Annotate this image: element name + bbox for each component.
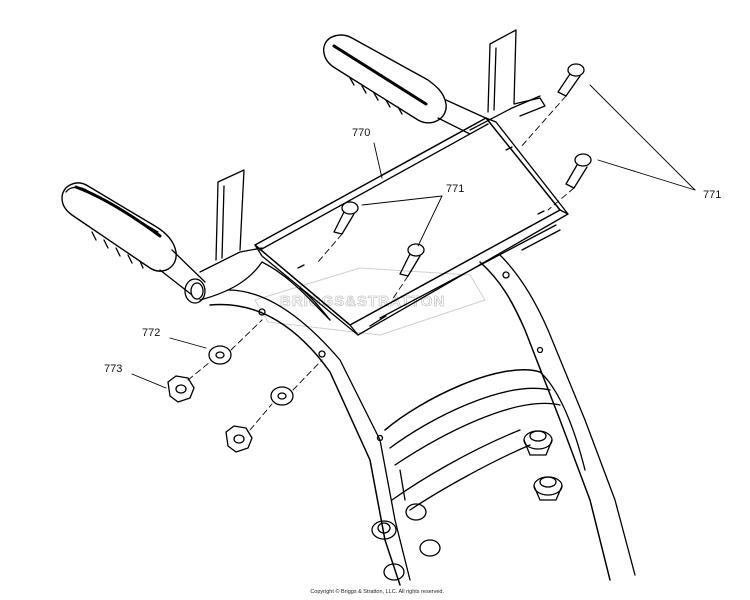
frame-bolts — [371, 430, 563, 581]
callout-773: 773 — [104, 363, 122, 375]
screw-771-center-top — [333, 201, 359, 235]
leader-lines — [131, 84, 696, 431]
handle-frame — [199, 229, 636, 586]
copyright-notice: Copyright © Briggs & Stratton, LLC. All … — [310, 589, 444, 595]
washer-772-right — [270, 386, 294, 406]
callout-771-center: 771 — [446, 183, 464, 195]
callout-772: 772 — [142, 327, 160, 339]
nut-773-right — [225, 425, 253, 453]
frame-bolt — [371, 520, 397, 540]
frame-bolt — [383, 503, 441, 581]
screw-771-center-bottom — [399, 243, 425, 277]
screw-771-upper-right — [557, 63, 585, 97]
right-bracket-fin — [469, 29, 546, 131]
callout-771-right: 771 — [703, 189, 721, 201]
nut-773-left — [167, 375, 195, 403]
callout-770: 770 — [352, 127, 370, 139]
frame-bolt — [533, 476, 563, 501]
control-panel-770 — [254, 117, 569, 336]
screw-771-lower-right — [565, 153, 592, 189]
left-bracket-fin — [199, 169, 263, 273]
frame-bolt — [523, 430, 553, 456]
right-handle-grip — [323, 34, 491, 135]
watermark-text: BRIGGS&STRATTON — [280, 293, 445, 310]
washer-772-left — [208, 345, 232, 365]
left-handle-grip — [61, 182, 206, 304]
